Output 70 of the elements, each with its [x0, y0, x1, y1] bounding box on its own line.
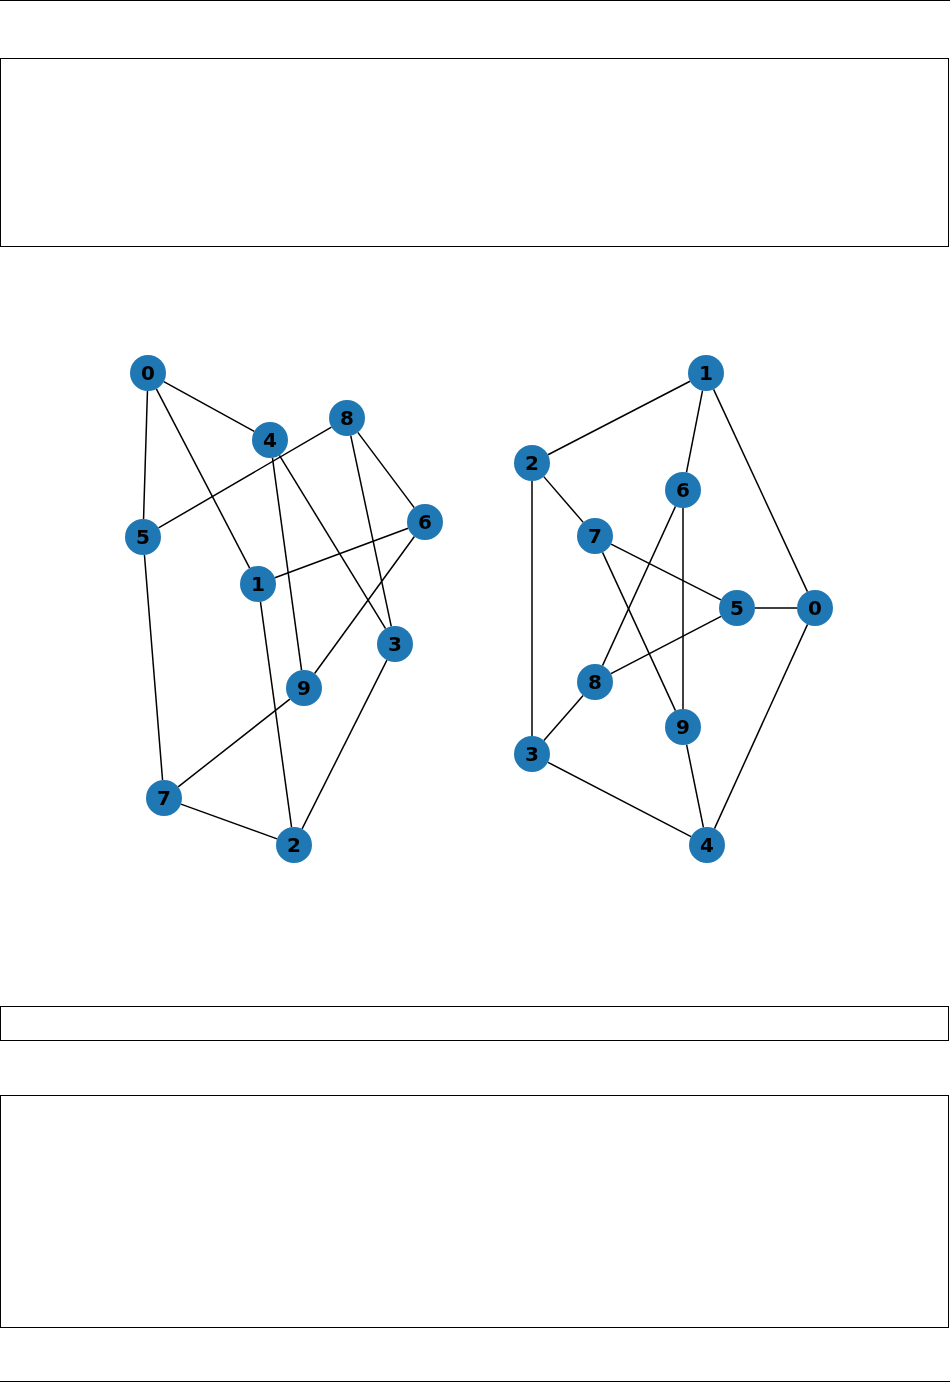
node-label: 4 [700, 835, 714, 855]
graph-node [688, 355, 724, 391]
node-label: 6 [418, 512, 432, 532]
edge-line [313, 535, 416, 675]
node-label: 2 [525, 453, 539, 473]
node-label: 0 [808, 598, 822, 618]
graph-node [286, 670, 322, 706]
edge-line [271, 457, 303, 671]
edge-line [547, 380, 691, 456]
edge-line [712, 388, 809, 593]
graph-node [797, 590, 833, 626]
graph-node [514, 445, 550, 481]
graph-node [689, 827, 725, 863]
graph-node [665, 472, 701, 508]
graph-node [329, 400, 365, 436]
graph-node [252, 422, 288, 458]
edge-line [177, 698, 291, 788]
node-label: 2 [287, 835, 301, 855]
node-label: 5 [730, 598, 744, 618]
edge-line [685, 389, 704, 474]
node-label: 1 [251, 574, 265, 594]
edge-line [157, 426, 333, 529]
node-label: 4 [263, 430, 277, 450]
node-label: 7 [157, 788, 171, 808]
graph-node [240, 566, 276, 602]
graph-node [577, 518, 613, 554]
edge-line [278, 454, 387, 630]
graph-node [577, 664, 613, 700]
edge-line [610, 615, 722, 675]
graph-node [130, 355, 166, 391]
edge-line [259, 601, 293, 828]
edge-line [547, 761, 692, 838]
edge-line [301, 659, 388, 830]
node-label: 7 [588, 526, 602, 546]
graph-node [514, 736, 550, 772]
edge-line [685, 743, 705, 829]
edge-line [754, 607, 798, 609]
edge-line [180, 803, 278, 840]
edge-line [601, 505, 677, 667]
node-label: 9 [676, 717, 690, 737]
edge-line [682, 507, 684, 710]
node-label: 8 [340, 408, 354, 428]
node-label: 0 [141, 363, 155, 383]
node-label: 1 [699, 363, 713, 383]
node-label: 8 [588, 672, 602, 692]
graph-node [146, 780, 182, 816]
edge-line [163, 380, 255, 433]
edge-line [357, 431, 415, 509]
edge-line [543, 475, 584, 524]
edge-line [143, 554, 164, 781]
edge-line [274, 527, 409, 579]
edge-line [155, 388, 251, 569]
graph-node [377, 626, 413, 662]
node-label: 3 [388, 634, 402, 654]
edge-line [142, 390, 149, 520]
node-label: 3 [525, 744, 539, 764]
node-label: 6 [676, 480, 690, 500]
edge-line [350, 434, 392, 628]
edge-line [601, 551, 677, 712]
node-label: 9 [297, 678, 311, 698]
graph-node [719, 590, 755, 626]
edge-line [543, 694, 584, 742]
graph-node [125, 519, 161, 555]
graph-node [276, 827, 312, 863]
edge-line [713, 623, 809, 830]
node-label: 5 [136, 527, 150, 547]
edge-line [610, 543, 722, 601]
graph-node [665, 709, 701, 745]
graph-node [407, 504, 443, 540]
edge-line [531, 480, 533, 737]
